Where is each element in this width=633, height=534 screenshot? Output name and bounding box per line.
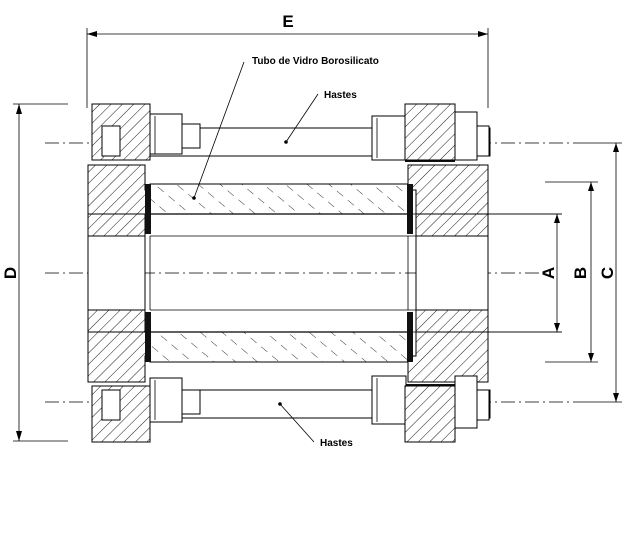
tube-callout: Tubo de Vidro Borosilicato bbox=[192, 56, 379, 200]
top-tie-rod bbox=[91, 103, 491, 161]
left-flange bbox=[87, 164, 151, 383]
dimension-c: C bbox=[580, 142, 622, 403]
rods-top-label: Hastes bbox=[324, 90, 357, 101]
rods-bottom-label: Hastes bbox=[320, 438, 353, 449]
rods-top-callout: Hastes bbox=[284, 90, 357, 144]
dimension-b-label: B bbox=[571, 267, 590, 279]
dimension-b: B bbox=[545, 181, 598, 363]
tube-label: Tubo de Vidro Borosilicato bbox=[252, 56, 379, 67]
dimension-e: E bbox=[86, 12, 489, 108]
dimension-d: D bbox=[1, 103, 68, 442]
bottom-tie-rod bbox=[91, 375, 491, 443]
rods-bottom-callout: Hastes bbox=[278, 402, 353, 449]
dimension-e-label: E bbox=[282, 12, 293, 31]
dimension-d-label: D bbox=[1, 267, 20, 279]
dimension-c-label: C bbox=[598, 267, 617, 279]
right-flange bbox=[407, 164, 489, 383]
dimension-a-label: A bbox=[539, 267, 558, 279]
